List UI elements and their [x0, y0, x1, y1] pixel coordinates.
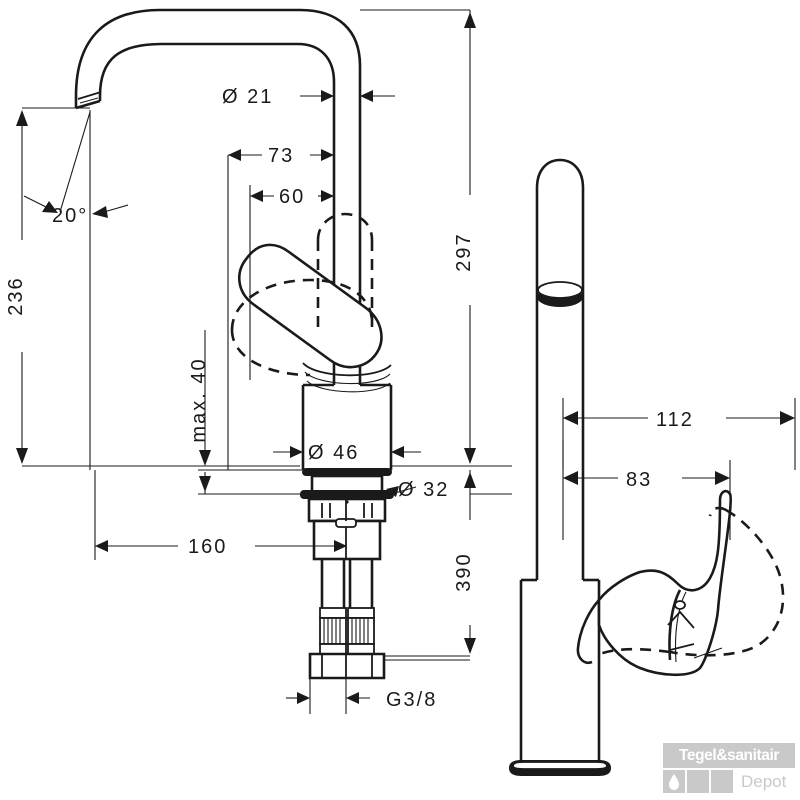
- column-swivel-dashed: [316, 212, 374, 330]
- water-drop-icon: [669, 773, 679, 790]
- dimension-max-deck-40: max. 40: [188, 330, 302, 495]
- label-max-40: max. 40: [188, 357, 210, 442]
- dimension-shank-diameter-32: Ø 32: [386, 479, 449, 501]
- label-angle-20: 20°: [52, 205, 88, 227]
- label-236: 236: [5, 276, 27, 315]
- dimension-hose-390: 390: [384, 470, 476, 657]
- label-diameter-21: Ø 21: [222, 86, 273, 108]
- label-73: 73: [268, 145, 294, 167]
- label-diameter-46: Ø 46: [308, 442, 359, 464]
- dimension-112: 112: [562, 398, 796, 470]
- label-diameter-32: Ø 32: [398, 479, 449, 501]
- label-60: 60: [279, 186, 305, 208]
- watermark-logo: Tegel&sanitair Depot: [663, 743, 795, 793]
- label-160: 160: [188, 536, 227, 558]
- logo-depot-text: Depot: [741, 772, 787, 791]
- logo-square-drop: [663, 770, 685, 793]
- label-390: 390: [453, 552, 475, 591]
- faucet-spout-outline: [74, 8, 362, 110]
- dimension-spout-diameter: Ø 21: [222, 86, 395, 108]
- dimension-height-297: 297: [360, 9, 476, 467]
- logo-brand-text: Tegel&sanitair: [678, 746, 780, 764]
- dimension-83: 83: [562, 440, 731, 540]
- logo-bottom-row: Depot: [663, 770, 795, 793]
- logo-brand-bar: Tegel&sanitair: [663, 743, 795, 768]
- dimension-base-diameter-46: Ø 46: [273, 442, 421, 464]
- faucet-deck-mounting: [300, 468, 394, 561]
- handle-swivel-range-dashed: [230, 278, 374, 377]
- dimension-thread-g38: G3/8: [286, 659, 470, 714]
- faucet-lever-handle: [238, 243, 392, 393]
- handle-alternate-position-dashed: [599, 506, 785, 657]
- dimension-angle-20: 20°: [23, 110, 129, 470]
- dimension-reach-60: 60: [249, 185, 334, 380]
- reference-lines: [470, 465, 512, 495]
- faucet-front-view: [509, 158, 611, 776]
- dimension-reach-73: 73: [227, 145, 334, 470]
- faucet-lever-handle-front: [576, 489, 732, 677]
- label-297: 297: [453, 232, 475, 271]
- dimension-height-236: 236: [5, 107, 300, 467]
- hose-braid-hatch: [319, 617, 375, 645]
- label-112: 112: [656, 409, 694, 431]
- supply-hoses: [308, 559, 386, 680]
- label-g38: G3/8: [386, 689, 437, 711]
- logo-square-2: [687, 770, 709, 793]
- label-83: 83: [626, 469, 652, 491]
- logo-square-3: [711, 770, 733, 793]
- dimension-160: 160: [94, 470, 347, 560]
